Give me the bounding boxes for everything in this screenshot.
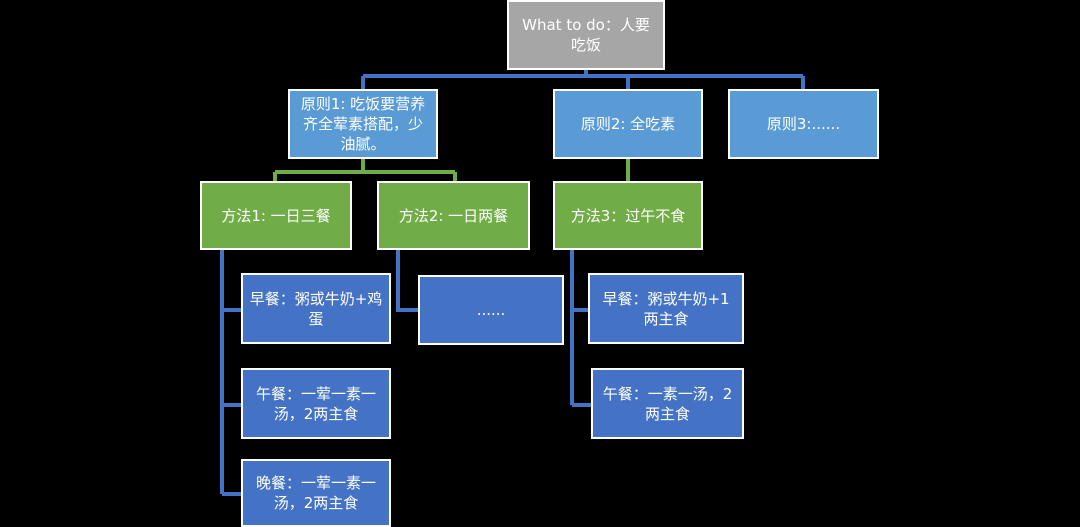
meal-node-m3-lunch: 午餐：一素一汤，2两主食 xyxy=(591,368,744,439)
method-node-2: 方法2: 一日两餐 xyxy=(377,181,530,250)
principle-node-3: 原则3:...... xyxy=(728,89,879,159)
method-node-3: 方法3：过午不食 xyxy=(553,181,703,250)
meal-node-m1-dinner-text: 晚餐：一荤一素一汤，2两主食 xyxy=(255,474,376,512)
principle-node-1-text: 原则1: 吃饭要营养齐全荤素搭配，少油腻。 xyxy=(300,95,426,153)
method-node-2-text: 方法2: 一日两餐 xyxy=(398,206,509,225)
meal-node-m1-lunch: 午餐：一荤一素一汤，2两主食 xyxy=(241,368,391,439)
connector-goal-principles xyxy=(361,70,805,89)
goal-node-text: What to do：人要吃饭 xyxy=(522,16,650,54)
connector-method1-meals xyxy=(220,250,241,496)
method-node-3-text: 方法3：过午不食 xyxy=(570,206,686,225)
meal-node-m2-placeholder: ...... xyxy=(418,275,564,345)
connector-method2-item xyxy=(396,250,418,312)
method-node-1-text: 方法1: 一日三餐 xyxy=(221,206,331,225)
principle-node-2: 原则2: 全吃素 xyxy=(553,89,703,159)
goal-node: What to do：人要吃饭 xyxy=(507,0,665,70)
meal-node-m3-breakfast: 早餐：粥或牛奶+1两主食 xyxy=(588,273,744,344)
method-node-1: 方法1: 一日三餐 xyxy=(200,181,352,250)
connector-method3-meals xyxy=(570,250,591,407)
principle-node-3-text: 原则3:...... xyxy=(766,115,841,133)
meal-node-m1-lunch-text: 午餐：一荤一素一汤，2两主食 xyxy=(255,384,376,423)
meal-node-m3-breakfast-text: 早餐：粥或牛奶+1两主食 xyxy=(602,289,730,328)
connector-principle1-methods xyxy=(273,159,457,181)
principle-node-2-text: 原则2: 全吃素 xyxy=(580,115,676,133)
meal-node-m3-lunch-text: 午餐：一素一汤，2两主食 xyxy=(602,384,733,423)
meal-node-m2-placeholder-text: ...... xyxy=(476,301,506,319)
meal-node-m1-breakfast: 早餐：粥或牛奶+鸡蛋 xyxy=(241,273,391,344)
principle-node-1: 原则1: 吃饭要营养齐全荤素搭配，少油腻。 xyxy=(288,89,438,159)
meal-node-m1-breakfast-text: 早餐：粥或牛奶+鸡蛋 xyxy=(249,289,383,328)
meal-node-m1-dinner: 晚餐：一荤一素一汤，2两主食 xyxy=(241,459,391,527)
